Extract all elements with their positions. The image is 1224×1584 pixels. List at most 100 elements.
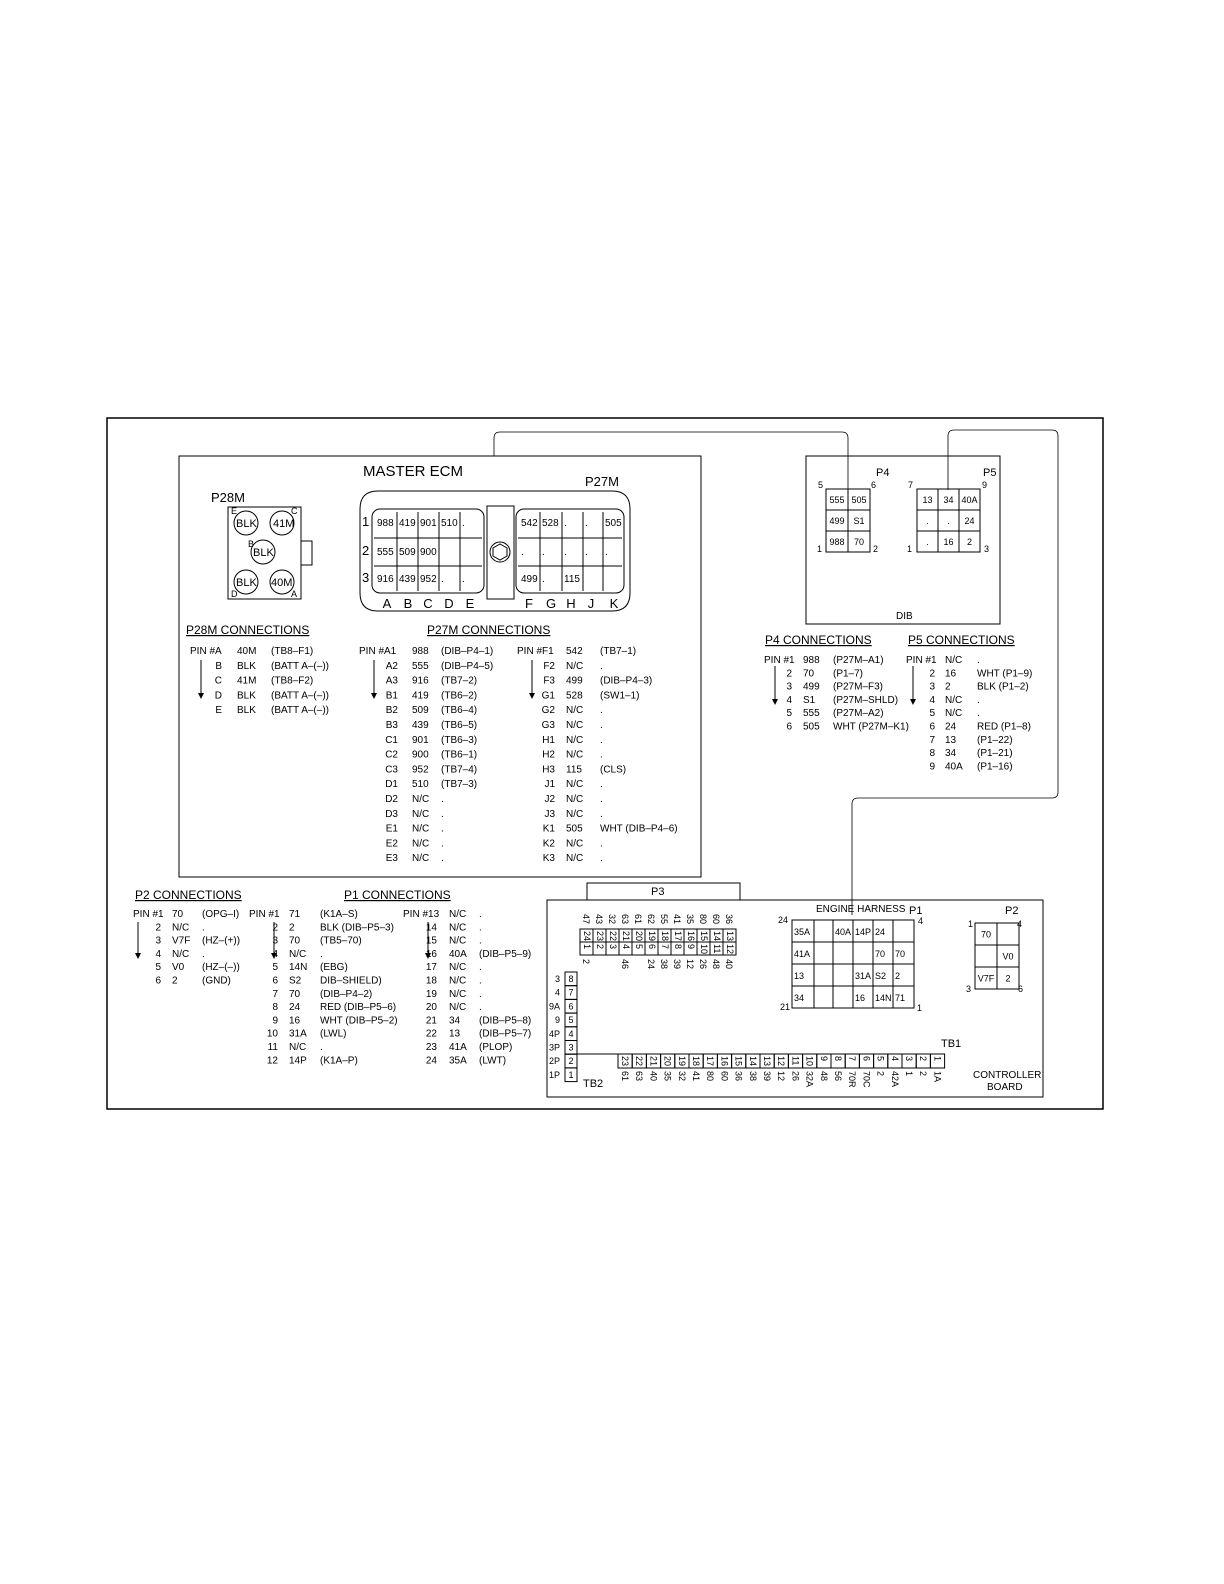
p3-top-label: 36 — [724, 914, 734, 924]
p1-row-cell: 40A — [449, 949, 467, 960]
p27m-row-cell: N/C — [566, 705, 583, 716]
p4-row-cell: (P27M–SHLD) — [833, 695, 898, 706]
p5-row-cell: 8 — [929, 748, 935, 759]
p28m-pin-c-value: 41M — [273, 518, 294, 530]
p3-top-label: 43 — [594, 914, 604, 924]
p28m-pin-d-value: BLK — [236, 577, 257, 589]
p1-row-cell: 16 — [426, 949, 438, 960]
tb1-terminal-label: 1 — [904, 1071, 914, 1076]
p1-row-cell: 24 — [426, 1055, 438, 1066]
p3-pin-number: 16 — [686, 931, 696, 941]
tb1-terminal-label: 32A — [805, 1071, 815, 1087]
p4-row-cell: 505 — [803, 722, 820, 733]
p3-top-label: 62 — [646, 914, 656, 924]
p1-cell — [813, 919, 834, 943]
p1-row-cell: (DIB–P4–2) — [320, 989, 372, 1000]
p3-top-label: 80 — [698, 914, 708, 924]
p3-pin-number: 22 — [608, 931, 618, 941]
p27m-pin-value: . — [605, 547, 608, 558]
p2-row-cell: 2 — [155, 922, 161, 933]
p1-row-cell: 20 — [426, 1002, 438, 1013]
p1-row-cell: (DIB–P5–8) — [479, 1015, 531, 1026]
p3-label: P3 — [651, 886, 664, 898]
p3-top-label: 32 — [607, 914, 617, 924]
p27m-row-cell: 900 — [412, 750, 429, 761]
p2-row-cell: 5 — [155, 962, 161, 973]
tb1-pin-number: 20 — [663, 1056, 673, 1066]
p27m-row-cell: . — [600, 794, 603, 805]
p4-row-cell: 70 — [803, 668, 815, 679]
p27m-col-label-J: J — [588, 596, 595, 611]
controller-p2-pin-value: 70 — [981, 930, 991, 940]
p1-row-cell: (LWL) — [320, 1029, 346, 1040]
p1-row-cell: 11 — [268, 1042, 279, 1053]
p4-row-cell: (P27M–A1) — [833, 655, 884, 666]
p4-row-cell: 5 — [786, 708, 792, 719]
p1-row-cell: (DIB–P5–9) — [479, 949, 531, 960]
engine-harness-label: ENGINE HARNESS — [816, 904, 906, 915]
p27m-row-cell: . — [441, 853, 444, 864]
p3-pin-cell — [722, 941, 737, 956]
tb1-terminal-label: 36 — [734, 1071, 744, 1081]
p3-pin-number: 9 — [686, 944, 696, 949]
p5-row-cell: 40A — [945, 761, 963, 772]
tb2-terminal-label: 3P — [549, 1043, 560, 1053]
p1-row-cell: 35A — [449, 1055, 467, 1066]
p5-row-cell: PIN #1 — [906, 655, 937, 666]
p27m-pin-value: 439 — [399, 574, 416, 585]
tb1-terminal-label: 32 — [677, 1071, 687, 1081]
p4-row-cell: 988 — [803, 655, 820, 666]
p2-row-cell: 70 — [172, 909, 184, 920]
p28m-row-cell: BLK — [237, 661, 256, 672]
p27m-row-cell: WHT (DIB–P4–6) — [600, 824, 678, 835]
p1-row-cell: (EBG) — [320, 962, 348, 973]
p28m-pin-a-value: 40M — [271, 577, 292, 589]
p27m-arrow-left — [371, 660, 377, 699]
p27m-pin-value: 555 — [377, 547, 394, 558]
p1-row-cell: 24 — [289, 1002, 301, 1013]
p5-pin-value: 2 — [967, 537, 972, 547]
p1-row-cell: 19 — [426, 989, 438, 1000]
tb1-pin-number: 21 — [648, 1056, 658, 1066]
p5-row-cell: BLK (P1–2) — [977, 682, 1029, 693]
p1-row-cell: N/C — [289, 1042, 306, 1053]
tb1-pin-number: 12 — [776, 1056, 786, 1066]
p1-pin-value: 70 — [875, 949, 885, 959]
p5-row-cell: (P1–16) — [977, 761, 1013, 772]
p27m-col-label-B: B — [404, 596, 413, 611]
p28m-row-cell: BLK — [237, 690, 256, 701]
p5-corner: 1 — [907, 544, 912, 554]
tb1-pin-number: 19 — [677, 1056, 687, 1066]
tb2-pin-cell — [564, 1067, 578, 1083]
p2-row-cell: PIN #1 — [133, 909, 164, 920]
p3-top-label: 55 — [659, 914, 669, 924]
p3-top-label: 60 — [711, 914, 721, 924]
p27m-row-cell: A2 — [386, 661, 399, 672]
p4-row-cell: 4 — [786, 695, 792, 706]
p27m-row-cell: 419 — [412, 690, 429, 701]
p27m-pin-value: 505 — [605, 518, 622, 529]
p27m-row-cell: . — [600, 750, 603, 761]
p5-row-cell: 16 — [945, 668, 957, 679]
p4-corner: 6 — [871, 480, 876, 490]
p1-row-cell: . — [479, 989, 482, 1000]
p5-arrow — [910, 666, 916, 705]
p1-row-cell: N/C — [449, 936, 466, 947]
p5-pin-value: . — [947, 516, 950, 526]
p1-row-cell: 17 — [426, 962, 438, 973]
p27m-row-cell: N/C — [412, 853, 429, 864]
tb1-terminal-label: 38 — [748, 1071, 758, 1081]
p27m-row-cell: C2 — [385, 750, 398, 761]
tb1-terminal-label: 48 — [819, 1071, 829, 1081]
p3-pin-number: 8 — [673, 944, 683, 949]
p27m-row-cell: K1 — [543, 824, 556, 835]
p27m-row-cell: N/C — [566, 809, 583, 820]
p27m-row-cell: (DIB–P4–3) — [600, 676, 652, 687]
tb2-label: TB2 — [583, 1078, 603, 1090]
p1-row-cell: 21 — [426, 1015, 438, 1026]
p27m-row-cell: D2 — [385, 794, 398, 805]
